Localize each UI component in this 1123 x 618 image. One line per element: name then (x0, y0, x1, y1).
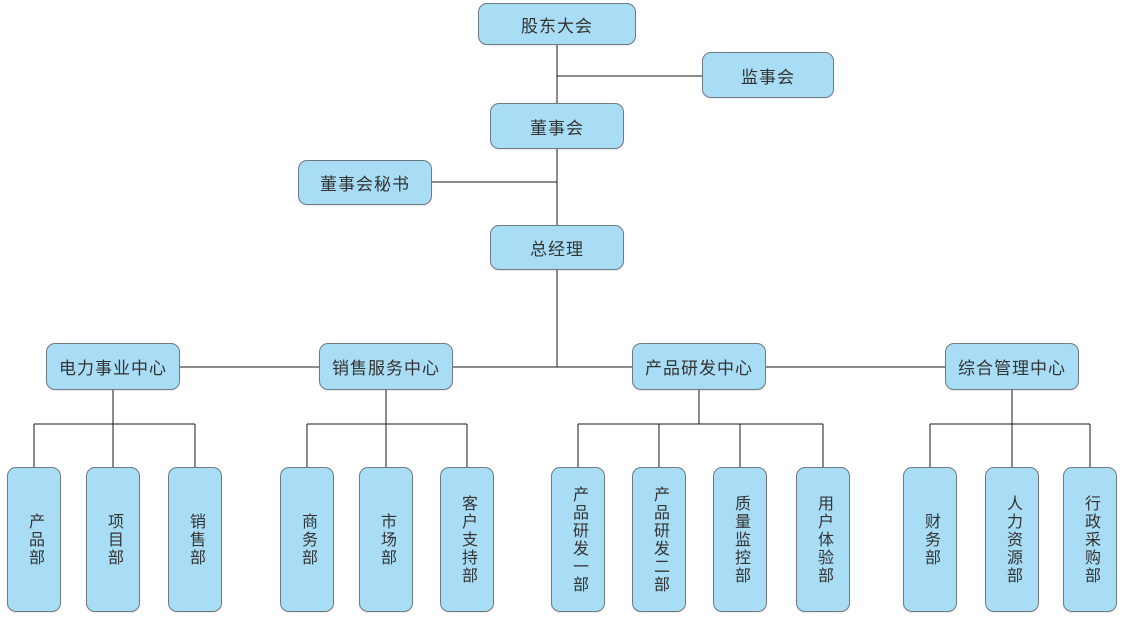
node-center-general-management: 综合管理中心 (945, 343, 1079, 390)
node-dept-customer-support: 客户支持部 (440, 467, 494, 612)
node-dept-marketing: 市场部 (359, 467, 413, 612)
node-board-secretary: 董事会秘书 (298, 160, 432, 205)
node-dept-quality-control: 质量监控部 (713, 467, 767, 612)
node-center-sales-service: 销售服务中心 (319, 343, 453, 390)
node-dept-user-experience: 用户体验部 (796, 467, 850, 612)
node-general-manager: 总经理 (490, 225, 624, 270)
sales-center-bus (306, 390, 468, 467)
node-dept-sales: 销售部 (168, 467, 222, 612)
node-board-of-directors: 董事会 (490, 103, 624, 149)
rd-center-bus (577, 390, 824, 467)
node-dept-commerce: 商务部 (280, 467, 334, 612)
node-dept-admin-procurement: 行政采购部 (1063, 467, 1117, 612)
management-center-bus (929, 390, 1091, 467)
node-dept-project: 项目部 (86, 467, 140, 612)
node-center-product-rd: 产品研发中心 (632, 343, 766, 390)
power-center-bus (33, 390, 196, 467)
node-dept-product-rd-1: 产品研发一部 (551, 467, 605, 612)
node-dept-product-rd-2: 产品研发二部 (632, 467, 686, 612)
node-dept-human-resources: 人力资源部 (985, 467, 1039, 612)
node-dept-finance: 财务部 (903, 467, 957, 612)
trunk-connectors (432, 45, 702, 367)
node-supervisory-board: 监事会 (702, 52, 834, 98)
node-center-power-business: 电力事业中心 (46, 343, 180, 390)
node-shareholders-meeting: 股东大会 (478, 3, 636, 45)
node-dept-product: 产品部 (7, 467, 61, 612)
